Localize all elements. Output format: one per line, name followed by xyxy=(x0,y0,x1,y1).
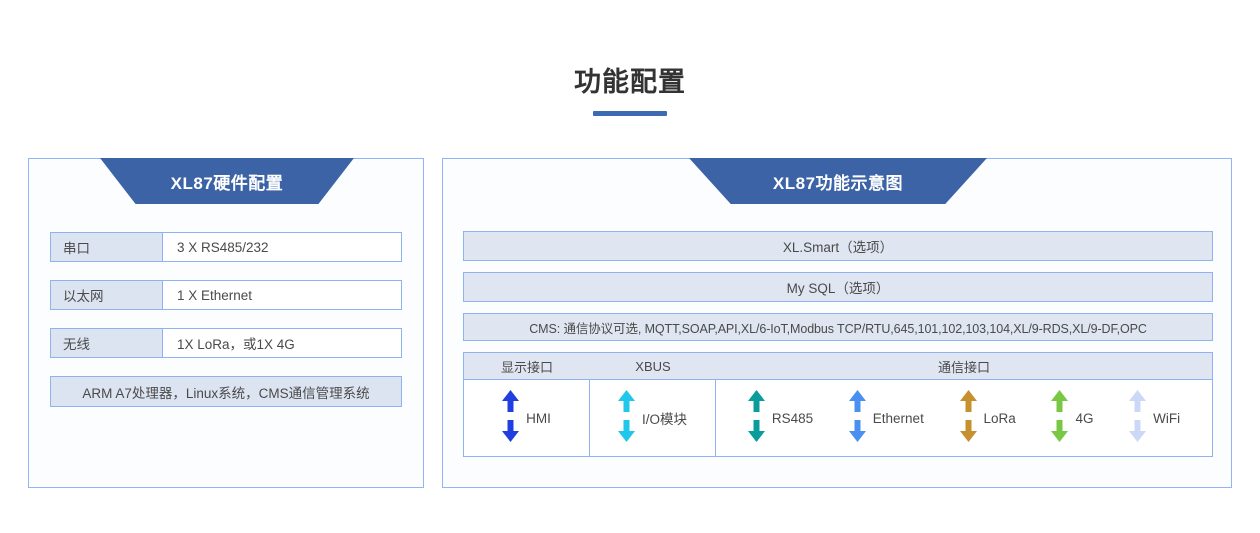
interface-item-lora: LoRa xyxy=(959,389,1016,447)
hardware-platform-summary: ARM A7处理器，Linux系统，CMS通信管理系统 xyxy=(50,376,402,407)
page-title: 功能配置 xyxy=(574,67,686,97)
double-arrow-icon xyxy=(1051,389,1069,447)
interface-col-comm: RS485 Ethernet xyxy=(716,380,1212,456)
spec-label-serial: 串口 xyxy=(50,232,163,262)
interface-header-display: 显示接口 xyxy=(500,359,553,375)
function-stack: XL.Smart（选项） My SQL（选项） CMS: 通信协议可选, MQT… xyxy=(463,231,1213,457)
interface-col-display: HMI xyxy=(464,380,590,456)
spec-row: 以太网 1 X Ethernet xyxy=(50,280,402,310)
interface-label-wifi: WiFi xyxy=(1153,410,1181,426)
function-diagram-banner-label: XL87功能示意图 xyxy=(772,173,904,193)
interface-item-rs485: RS485 xyxy=(747,389,814,447)
interface-header-comm: 通信接口 xyxy=(937,359,990,375)
interface-label-lora: LoRa xyxy=(983,410,1016,426)
interface-label-hmi: HMI xyxy=(526,410,551,426)
interface-header-row: 显示接口 XBUS 通信接口 xyxy=(464,353,1212,380)
interface-col-xbus: I/O模块 xyxy=(590,380,716,456)
interface-item-ethernet: Ethernet xyxy=(848,389,924,447)
double-arrow-icon xyxy=(502,389,520,447)
spec-label-wireless: 无线 xyxy=(50,328,163,358)
double-arrow-icon xyxy=(617,389,635,447)
spec-value-wireless: 1X LoRa，或1X 4G xyxy=(163,328,402,358)
interface-item-io-module: I/O模块 xyxy=(617,389,687,447)
stack-bar-xlsmart: XL.Smart（选项） xyxy=(463,231,1213,261)
stack-bar-mysql: My SQL（选项） xyxy=(463,272,1213,302)
hardware-config-banner-label: XL87硬件配置 xyxy=(170,173,284,193)
double-arrow-icon xyxy=(848,389,866,447)
function-diagram-panel: XL87功能示意图 XL.Smart（选项） My SQL（选项） CMS: 通… xyxy=(442,158,1232,488)
interface-block: 显示接口 XBUS 通信接口 HMI xyxy=(463,352,1213,457)
double-arrow-icon xyxy=(747,389,765,447)
spec-value-ethernet: 1 X Ethernet xyxy=(163,280,402,310)
interface-item-wifi: WiFi xyxy=(1129,389,1181,447)
spec-label-ethernet: 以太网 xyxy=(50,280,163,310)
hardware-config-panel: XL87硬件配置 串口 3 X RS485/232 以太网 1 X Ethern… xyxy=(28,158,424,488)
function-diagram-banner: XL87功能示意图 xyxy=(689,158,987,204)
spec-value-serial: 3 X RS485/232 xyxy=(163,232,402,262)
double-arrow-icon xyxy=(959,389,977,447)
interface-label-rs485: RS485 xyxy=(771,410,814,426)
stack-bar-cms-protocols: CMS: 通信协议可选, MQTT,SOAP,API,XL/6-IoT,Modb… xyxy=(463,313,1213,341)
interface-label-4g: 4G xyxy=(1075,410,1094,426)
double-arrow-icon xyxy=(1129,389,1147,447)
interface-label-ethernet: Ethernet xyxy=(872,410,924,426)
interface-item-4g: 4G xyxy=(1051,389,1094,447)
hardware-spec-list: 串口 3 X RS485/232 以太网 1 X Ethernet 无线 1X … xyxy=(50,232,402,407)
title-underline xyxy=(593,110,667,116)
interface-label-io-module: I/O模块 xyxy=(641,412,687,427)
interface-header-xbus: XBUS xyxy=(635,358,671,374)
interface-body-row: HMI I/O模块 xyxy=(464,380,1212,456)
page-title-block: 功能配置 xyxy=(0,67,1260,116)
interface-item-hmi: HMI xyxy=(502,389,551,447)
spec-row: 无线 1X LoRa，或1X 4G xyxy=(50,328,402,358)
hardware-config-banner: XL87硬件配置 xyxy=(100,158,354,204)
comm-interface-list: RS485 Ethernet xyxy=(716,380,1212,456)
spec-row: 串口 3 X RS485/232 xyxy=(50,232,402,262)
